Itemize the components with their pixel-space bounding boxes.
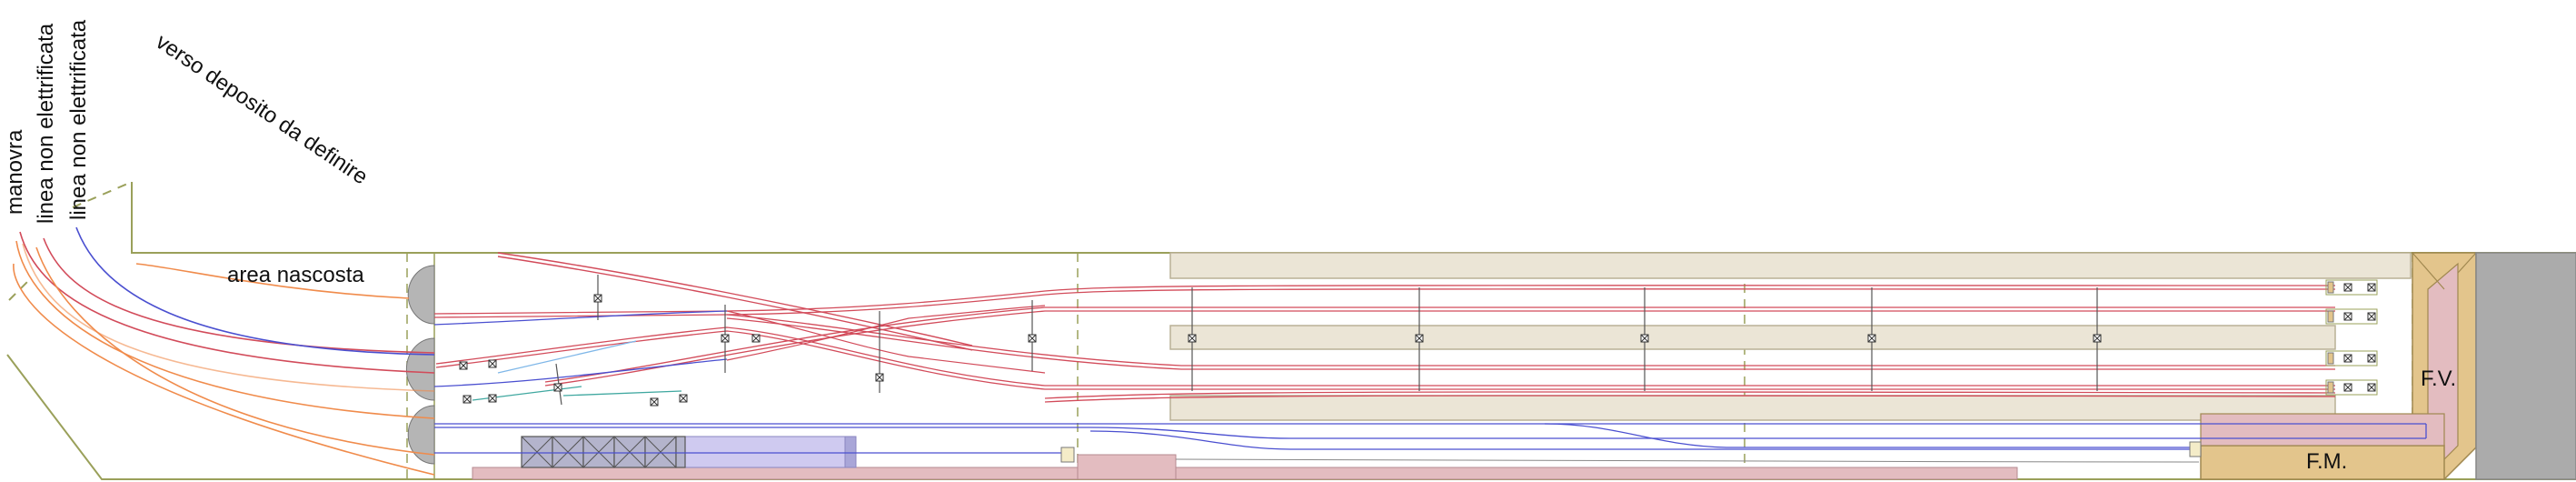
switch-markers [459,294,2102,407]
engine-shed [521,436,857,468]
platforms [1169,252,2412,421]
platform-1 [1169,252,2412,279]
tunnel-portals [405,265,435,465]
label-fm: F.M. [2306,449,2347,474]
station-tracks [433,285,2427,463]
goods-shed-fm [2200,445,2445,480]
label-deposito: verso deposito da definire [152,29,373,189]
label-linea-2: linea non elettrificata [66,19,91,220]
platform-2 [1169,325,2336,350]
label-area-nascosta: area nascosta [227,263,364,287]
crossover-diagonals [726,305,1046,374]
label-manovra: manovra [3,129,27,215]
incoming-lines [13,226,435,476]
loading-strip [472,467,2018,480]
deposit-lines [497,252,973,351]
label-linea-1: linea non elettrificata [34,23,58,224]
gray-building [2475,252,2576,480]
buffer-stops [1060,279,2378,463]
goods-shed-dock [2200,413,2445,447]
label-fv: F.V. [2421,367,2456,391]
platform-3 [1169,395,2336,421]
loading-block [1077,454,1177,480]
